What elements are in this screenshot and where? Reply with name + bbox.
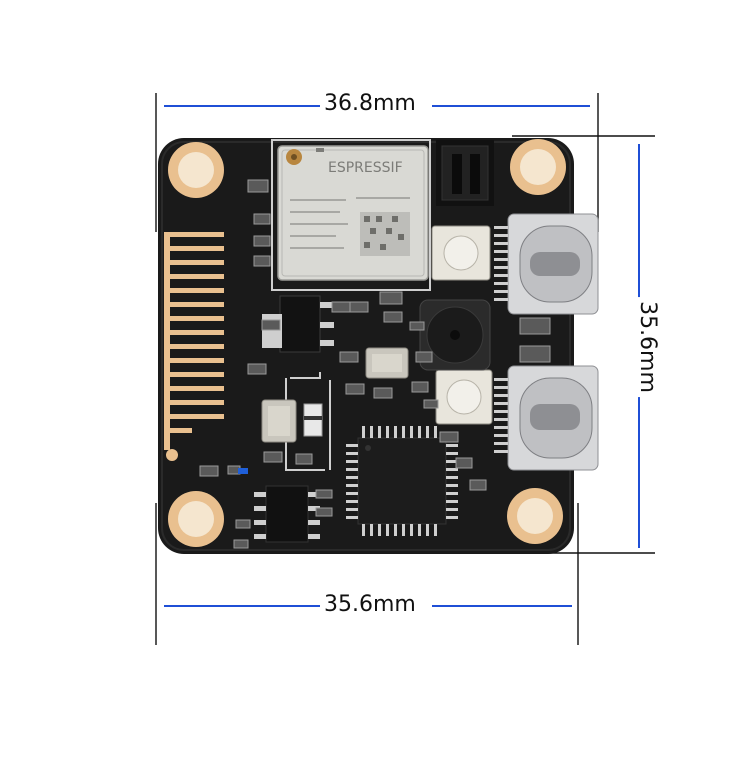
status-led (238, 468, 248, 474)
dimension-lines (164, 105, 640, 607)
soic-chip (254, 485, 320, 543)
mcu-chip (346, 426, 458, 536)
width-dimension-top: 36.8mm (320, 91, 420, 117)
mounting-hole-icon (168, 139, 566, 547)
esp-module (277, 145, 429, 281)
height-dimension-right: 35.6mm (633, 297, 660, 397)
smd-components (199, 179, 551, 549)
boot-button (435, 369, 493, 425)
diode (303, 403, 323, 437)
reset-button (431, 225, 491, 281)
module-marking: ESPRESSIF (328, 160, 403, 176)
width-dimension-bottom: 35.6mm (320, 592, 420, 618)
pcb-antenna (164, 232, 224, 461)
crystal (261, 347, 409, 443)
usb-c-port (494, 213, 599, 471)
buzzer (419, 299, 491, 371)
jst-connector (436, 140, 494, 206)
